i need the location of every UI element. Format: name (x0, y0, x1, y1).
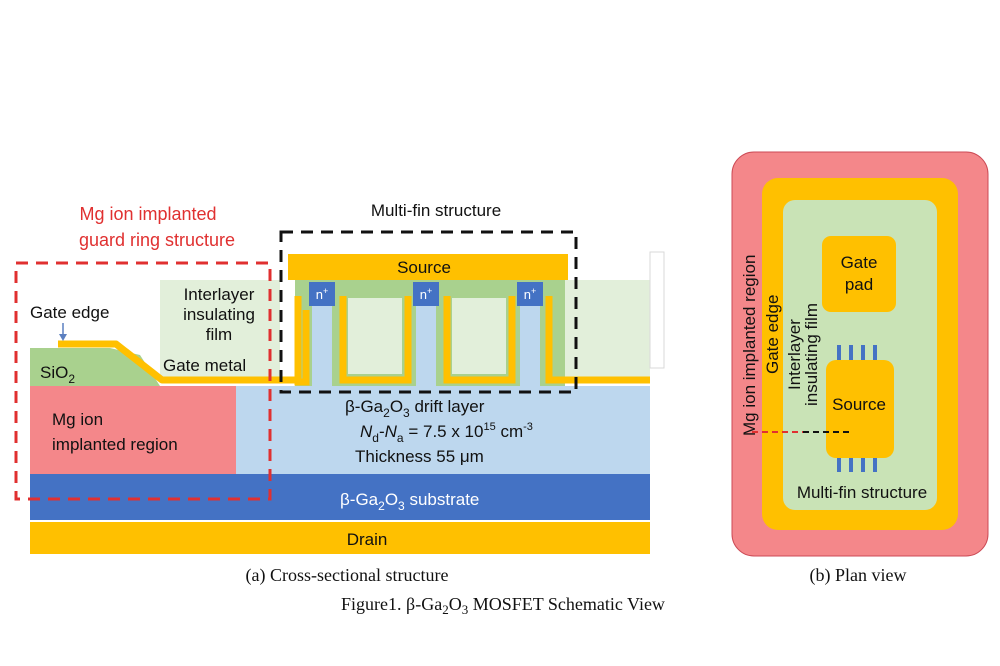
fin-column (312, 300, 332, 386)
interlayer-film-edge (649, 251, 665, 369)
fin-column (520, 300, 540, 386)
guard-ring-label-line2: guard ring structure (79, 230, 235, 250)
gate-metal-trench (545, 296, 650, 384)
interlayer-label-line3: film (206, 325, 232, 344)
sio2-label: SiO2 (40, 363, 75, 386)
source-label: Source (397, 258, 451, 277)
drain-layer (30, 522, 650, 554)
plan-mg-region-label: Mg ion implanted region (740, 255, 759, 436)
n-plus-region (309, 282, 335, 306)
mg-implanted-region (30, 386, 236, 474)
plan-multifin-label: Multi-fin structure (797, 483, 927, 502)
interlayer-label-line2: insulating (183, 305, 255, 324)
n-plus-label: n+ (316, 286, 329, 302)
doping-label: Nd-Na = 7.5 x 1015 cm-3 (360, 421, 533, 445)
plan-fin-bottom (837, 456, 841, 472)
guard-ring-label-line1: Mg ion implanted (79, 204, 216, 224)
caption-a: (a) Cross-sectional structure (246, 565, 449, 586)
thickness-label: Thickness 55 μm (355, 447, 484, 466)
caption-b: (b) Plan view (810, 565, 907, 586)
n-plus-label: n+ (524, 286, 537, 302)
plan-fin-bottom (873, 456, 877, 472)
mg-region-label-line2: implanted region (52, 435, 178, 454)
cross-section-diagram: n+ n+ n+ Source Multi-fin structure Mg i… (14, 201, 665, 586)
figure-caption: Figure1. β-Ga2O3 MOSFET Schematic View (341, 594, 665, 617)
plan-source-pad (826, 360, 894, 458)
gate-pad-label-line2: pad (845, 275, 873, 294)
plan-fin-bottom (849, 456, 853, 472)
source-metal (288, 254, 568, 280)
multifin-dashed-box (279, 230, 578, 394)
drain-label: Drain (347, 530, 388, 549)
drift-layer-label: β-Ga2O3 drift layer (345, 397, 485, 420)
substrate-layer (30, 474, 650, 520)
guard-ring-dashed-box (14, 261, 272, 501)
substrate-label: β-Ga2O3 substrate (340, 490, 479, 513)
gate-edge-arrow-head (59, 334, 67, 341)
interlayer-film-left (160, 280, 280, 380)
gate-metal-label: Gate metal (163, 356, 246, 375)
gate-pad-label-line1: Gate (841, 253, 878, 272)
plan-source-label: Source (832, 395, 886, 414)
plan-gate-pad (822, 236, 896, 312)
plan-fin-top (873, 345, 877, 361)
plan-fin-top (837, 345, 841, 361)
plan-interlayer-label-line1: Interlayer (785, 319, 804, 390)
n-plus-label: n+ (420, 286, 433, 302)
plan-gate-edge-label: Gate edge (763, 295, 782, 374)
plan-fin-top (861, 345, 865, 361)
trench-fill (452, 298, 506, 374)
plan-fin-bottom (861, 456, 865, 472)
n-plus-region (413, 282, 439, 306)
plan-view-diagram: Gate pad Source Mg ion implanted region … (731, 151, 989, 586)
multifin-label: Multi-fin structure (371, 201, 501, 220)
gate-metal-trench (443, 296, 516, 384)
gate-edge-label: Gate edge (30, 303, 109, 322)
plan-interlayer-area (783, 200, 937, 510)
n-plus-region (517, 282, 543, 306)
trench-fill (348, 298, 402, 374)
mg-region-label-line1: Mg ion (52, 410, 103, 429)
gate-metal-line (58, 340, 300, 384)
plan-fin-top (849, 345, 853, 361)
interlayer-film-right (555, 280, 650, 380)
interlayer-label-line1: Interlayer (184, 285, 255, 304)
plan-interlayer-label-line2: insulating film (802, 303, 821, 406)
gate-metal-trench (339, 296, 412, 384)
fin-column (416, 300, 436, 386)
gate-metal-trench (294, 296, 310, 386)
sio2-layer (30, 348, 160, 386)
